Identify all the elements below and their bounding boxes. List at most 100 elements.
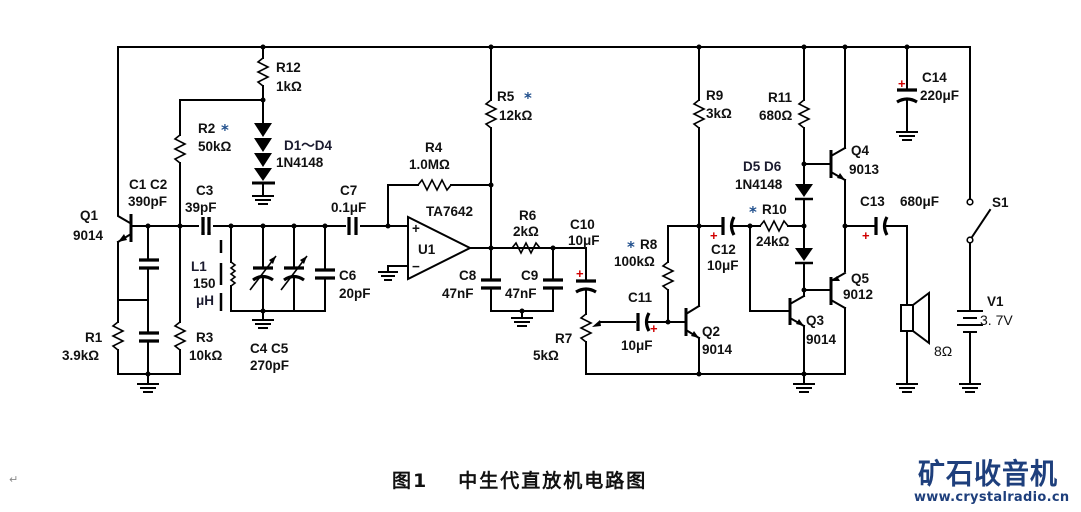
c12-value: 10μF (707, 258, 739, 273)
c10-ref: C10 (570, 217, 595, 232)
c10-plus: + (576, 266, 584, 281)
q3-value: 9014 (806, 332, 837, 347)
l1-ref: L1 (191, 259, 207, 274)
l1-unit: μH (196, 293, 214, 308)
c4-c5-value: 270pF (250, 358, 289, 373)
c12-ref: C12 (711, 242, 736, 257)
potentiometer-r7 (579, 313, 805, 375)
figure-title: 中生代直放机电路图 (458, 470, 648, 492)
top-supply-rail (117, 44, 971, 225)
r5-star: * (524, 89, 532, 107)
r12-ref: R12 (276, 60, 301, 75)
r6-value: 2kΩ (513, 224, 539, 239)
c6-value: 20pF (339, 286, 371, 301)
output-stage (749, 46, 848, 393)
filter-c8-c9-r6 (481, 241, 587, 327)
site-url[interactable]: www.crystalradio.cn (914, 490, 1070, 505)
d1-d4-ref: D1～D4 (284, 138, 333, 153)
figure-number: 图1 (392, 470, 429, 492)
c12-plus: + (710, 228, 718, 243)
u1-ref: U1 (418, 242, 436, 257)
q2-value: 9014 (702, 342, 733, 357)
resistor-r2 (173, 99, 264, 227)
c13-plus: + (862, 228, 870, 243)
r1-ref: R1 (85, 330, 103, 345)
s1-ref: S1 (992, 195, 1009, 210)
v1-ref: V1 (987, 294, 1004, 309)
c11-plus: + (650, 321, 658, 336)
q2-ref: Q2 (702, 324, 720, 339)
d5-d6-value: 1N4148 (735, 177, 783, 192)
q4-value: 9013 (849, 162, 880, 177)
q1-ref: Q1 (80, 208, 99, 223)
r1-value: 3.9kΩ (62, 348, 99, 363)
r4-ref: R4 (425, 140, 443, 155)
r5-ref: R5 (497, 89, 515, 104)
c8-value: 47nF (442, 286, 474, 301)
c14-ref: C14 (922, 70, 947, 85)
power-switch-s1[interactable] (966, 46, 992, 244)
c1-c2-value: 390pF (128, 194, 167, 209)
r4-value: 1.0MΩ (409, 157, 450, 172)
r10-star: * (749, 203, 757, 221)
battery-v1 (957, 242, 983, 393)
capacitor-c12 (698, 216, 753, 236)
l1-value: 150 (193, 276, 216, 291)
c6-ref: C6 (339, 268, 357, 283)
capacitor-c14 (896, 46, 918, 141)
c8-ref: C8 (459, 268, 477, 283)
diode-string-d1-d4 (252, 99, 275, 205)
r8-star: * (627, 238, 635, 256)
site-logo: 矿石收音机 (918, 458, 1058, 491)
u1-plus: + (412, 221, 420, 236)
capacitor-c7 (347, 217, 358, 235)
r11-value: 680Ω (759, 108, 793, 123)
r2-ref: R2 (198, 121, 215, 136)
v1-value: 3. 7V (980, 312, 1013, 328)
q5-value: 9012 (843, 287, 873, 302)
r7-ref: R7 (555, 331, 572, 346)
d5-d6-ref: D5 D6 (743, 159, 782, 174)
q3-ref: Q3 (806, 313, 825, 328)
c14-plus: + (898, 76, 906, 91)
r2-star: * (221, 121, 229, 139)
q1-value: 9014 (73, 228, 104, 243)
c7-value: 0.1μF (331, 200, 366, 215)
ground-symbol (137, 371, 159, 393)
c4-c5-ref: C4 C5 (250, 341, 289, 356)
u1-minus: − (412, 259, 420, 274)
c7-ref: C7 (340, 183, 357, 198)
c9-value: 47nF (505, 286, 537, 301)
r3-ref: R3 (196, 330, 214, 345)
c3-value: 39pF (185, 200, 217, 215)
resistor-r12 (256, 46, 270, 103)
tank-circuit (219, 223, 335, 329)
d1-d4-value: 1N4148 (276, 155, 324, 170)
r2-value: 50kΩ (198, 139, 232, 154)
r8-value: 100kΩ (614, 254, 655, 269)
c10-value: 10μF (568, 233, 600, 248)
resistor-r5 (484, 46, 498, 249)
r10-value: 24kΩ (756, 234, 790, 249)
c9-ref: C9 (521, 268, 538, 283)
c14-value: 220μF (920, 88, 959, 103)
r10-ref: R10 (762, 202, 787, 217)
capacitors-c1-c2 (117, 225, 159, 375)
c13-ref: C13 (860, 194, 885, 209)
r9-value: 3kΩ (706, 106, 732, 121)
transistor-q2-stage (661, 46, 706, 377)
figure-caption: 图1 中生代直放机电路图 (392, 466, 647, 493)
c11-ref: C11 (628, 290, 653, 305)
r11-ref: R11 (768, 90, 793, 105)
capacitor-c13 (844, 216, 908, 306)
r6-ref: R6 (519, 208, 537, 223)
r7-value: 5kΩ (533, 348, 559, 363)
r5-value: 12kΩ (499, 108, 533, 123)
q4-ref: Q4 (851, 143, 870, 158)
r3-value: 10kΩ (189, 348, 223, 363)
r12-value: 1kΩ (276, 79, 302, 94)
c3-ref: C3 (196, 183, 214, 198)
speaker-value: 8Ω (934, 343, 952, 359)
c13-value: 680μF (900, 194, 939, 209)
